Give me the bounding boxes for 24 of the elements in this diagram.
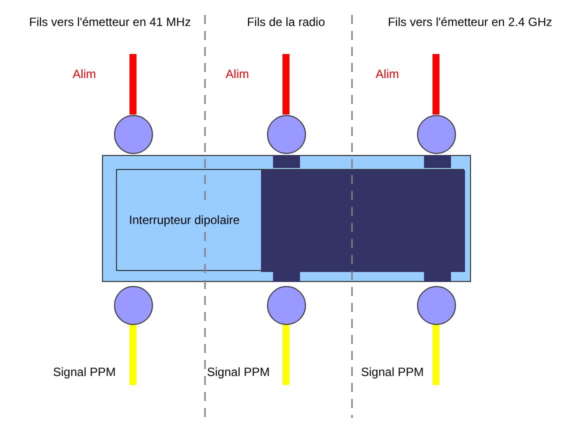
wire-label: Alim: [72, 67, 96, 81]
wire-label: Signal PPM: [207, 365, 270, 379]
wire: [130, 324, 136, 385]
terminal-circle: [266, 114, 306, 154]
wire: [282, 54, 290, 114]
wire: [130, 54, 136, 114]
wire-label: Signal PPM: [53, 365, 116, 379]
terminal-circle: [416, 114, 456, 154]
column-heading: Fils vers l'émetteur en 2.4 GHz: [388, 15, 552, 29]
terminal-circle: [114, 114, 152, 154]
component-label: Interrupteur dipolaire: [129, 213, 240, 227]
column-heading: Fils vers l'émetteur en 41 MHz: [29, 15, 191, 29]
wire-label: Alim: [376, 67, 399, 81]
terminal-circle: [416, 286, 456, 324]
switch-body: [102, 155, 471, 282]
wire: [432, 54, 440, 114]
terminal-circle: [266, 286, 306, 324]
wire-label: Alim: [226, 67, 249, 81]
switch-slider: [261, 170, 465, 272]
wire: [432, 324, 440, 385]
column-heading: Fils de la radio: [246, 15, 326, 29]
wire: [282, 324, 290, 385]
terminal-circle: [114, 286, 152, 324]
wire-label: Signal PPM: [361, 365, 424, 379]
